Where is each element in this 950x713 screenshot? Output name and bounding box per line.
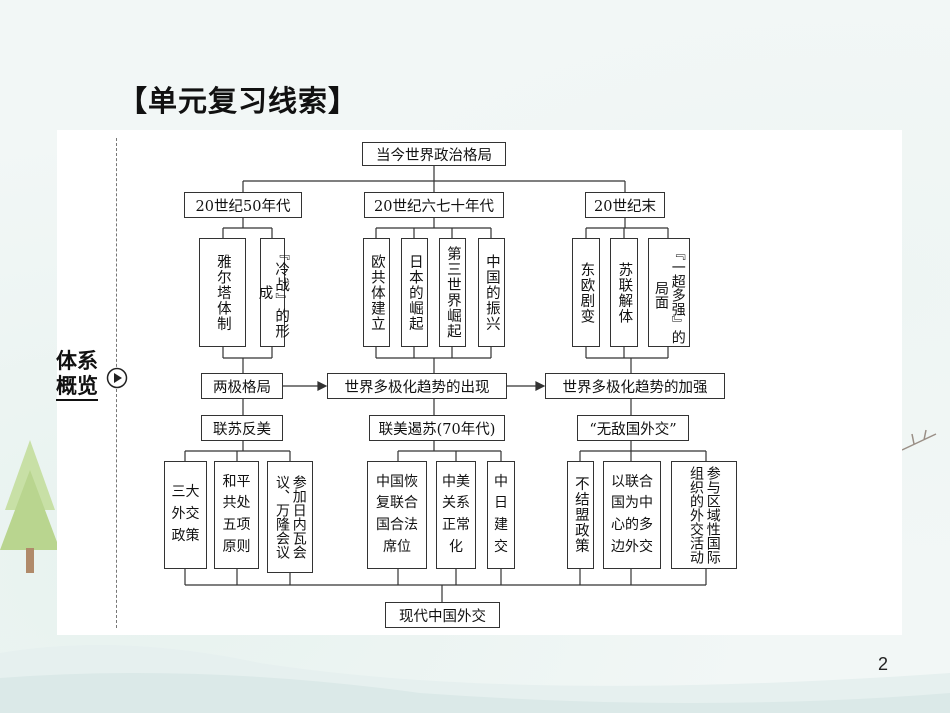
era-node-3: 20世纪末 [585, 192, 665, 218]
policy1-item-2: 和平 共处 五项 原则 [214, 461, 259, 569]
era-node-1: 20世纪50年代 [184, 192, 302, 218]
era2-item-3: 第三世界崛起 [439, 238, 466, 347]
policy3-item-2: 以联合 国为中 心的多 边外交 [603, 461, 661, 569]
play-icon[interactable] [106, 367, 128, 389]
era2-item-4: 中国的振兴 [478, 238, 505, 347]
tree-icon [0, 440, 60, 573]
policy-node-2: 联美遏苏(70年代) [369, 415, 505, 441]
side-label-line1: 体系 [56, 349, 98, 373]
era3-item-1: 东欧剧变 [572, 238, 600, 347]
bottom-node: 现代中国外交 [385, 602, 500, 628]
side-label-line2: 概览 [56, 374, 98, 401]
era2-item-2: 日本的崛起 [401, 238, 428, 347]
era1-item-1: 雅尔塔体制 [199, 238, 246, 347]
stage-node-1: 两极格局 [201, 373, 283, 399]
era-node-2: 20世纪六七十年代 [364, 192, 504, 218]
policy-node-3: “无敌国外交” [577, 415, 689, 441]
stage-node-2: 世界多极化趋势的出现 [327, 373, 507, 399]
era2-item-1: 欧共体建立 [363, 238, 390, 347]
era1-item-2: 『冷战』的形成 [257, 238, 289, 347]
policy1-item-3: 参加日内瓦会议、万隆会议 [267, 461, 313, 573]
page-title: 【单元复习线索】 [118, 84, 359, 118]
policy2-item-2: 中美 关系 正常 化 [436, 461, 476, 569]
policy2-item-3: 中 日 建 交 [487, 461, 515, 569]
era3-item-3: 『一超多强』的局面 [648, 238, 690, 347]
snow-tree-decoration [0, 645, 950, 713]
branch-icon [901, 429, 937, 451]
stage-node-3: 世界多极化趋势的加强 [545, 373, 725, 399]
policy1-item-1: 三大 外交 政策 [164, 461, 207, 569]
policy3-item-1: 不结盟政策 [567, 461, 594, 569]
policy2-item-1: 中国恢 复联合 国合法 席位 [367, 461, 427, 569]
root-node: 当今世界政治格局 [362, 142, 506, 166]
policy-node-1: 联苏反美 [201, 415, 283, 441]
side-label: 体系 概览 [56, 349, 104, 401]
era3-item-2: 苏联解体 [610, 238, 638, 347]
page-number: 2 [878, 654, 889, 674]
policy3-item-3: 参与区域性国际组织的外交活动 [671, 461, 737, 569]
